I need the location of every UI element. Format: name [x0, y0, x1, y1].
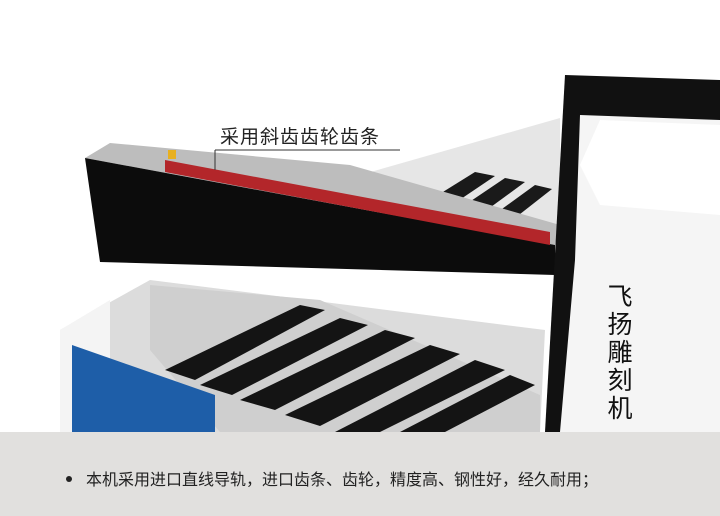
- rear-bed: [360, 118, 560, 230]
- blue-panel: [72, 345, 215, 432]
- machine-head-label: 飞扬雕刻机: [607, 282, 633, 423]
- callout-label: 采用斜齿齿轮齿条: [220, 126, 381, 148]
- feature-text: 本机采用进口直线导轨，进口齿条、齿轮，精度高、钢性好，经久耐用；: [86, 470, 599, 489]
- rack-stop: [168, 150, 176, 159]
- machine-illustration: [60, 75, 720, 432]
- gantry-beam: [85, 158, 555, 275]
- machine-head-top: [580, 120, 720, 215]
- bullet-icon: [66, 476, 72, 482]
- gear-rack: [165, 160, 550, 245]
- feature-band: [0, 432, 720, 516]
- bed-slats: [165, 305, 535, 432]
